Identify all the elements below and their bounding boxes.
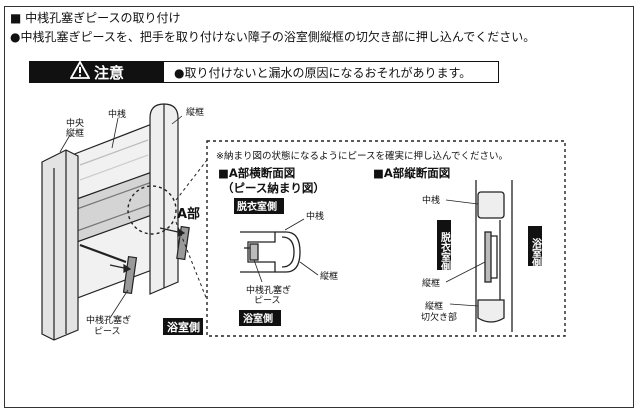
- v-label-middle-rail: 中桟: [422, 194, 440, 206]
- caution-box: 注意 ●取り付けないと漏水の原因になるおそれがあります。: [29, 60, 499, 83]
- label-center-stile: 中央: [66, 117, 84, 129]
- detail-box: [206, 140, 566, 337]
- caution-text: ●取り付けないと漏水の原因になるおそれがあります。: [174, 66, 472, 80]
- horizontal-section-subtitle: （ピース納まり図）: [222, 181, 325, 195]
- label-piece: 中桟孔塞ぎ: [86, 314, 131, 326]
- detail-note: ※納まり図の状態になるようにピースを確実に押し込んでください。: [216, 150, 508, 162]
- v-label-bath-side: 浴室側: [530, 237, 543, 269]
- v-label-notch: 縦框: [425, 300, 443, 312]
- v-bath-side-tag: [528, 226, 542, 266]
- section-heading: ■ 中桟孔塞ぎピースの取り付け: [10, 11, 181, 25]
- label-bath-side: 浴室側: [167, 320, 200, 334]
- label-middle-rail: 中桟: [108, 108, 126, 120]
- vertical-section-labels: 中桟 縦框 縦框 切欠き部: [421, 194, 486, 323]
- instruction-text: ●中桟孔塞ぎピースを、把手を取り付けない障子の浴室側縦框の切欠き部に押し込んでく…: [10, 30, 536, 44]
- label-dressing-side: 脱衣室側: [237, 200, 277, 213]
- vertical-section-drawing: [475, 180, 513, 332]
- v-label-stile: 縦框: [422, 277, 440, 289]
- label-piece-2: ピース: [94, 326, 121, 337]
- horizontal-section-title: ■A部横断面図: [218, 166, 295, 180]
- dressing-side-tag: [234, 198, 284, 214]
- vertical-section-title: ■A部縦断面図: [373, 166, 450, 180]
- h-label-middle-rail: 中桟: [306, 210, 324, 222]
- warning-triangle-icon: [69, 60, 91, 83]
- callout-line: [175, 159, 208, 201]
- door-illustration: [41, 103, 190, 341]
- label-part-a: A部: [177, 206, 200, 222]
- h-label-piece-2: ピース: [254, 295, 281, 306]
- caution-label-text: 注意: [93, 63, 124, 82]
- v-dressing-side-tag: [437, 220, 451, 270]
- h-label-piece: 中桟孔塞ぎ: [246, 284, 291, 296]
- h-label-stile: 縦框: [320, 270, 338, 282]
- bath-side-tag: [163, 318, 203, 335]
- v-label-dressing-side: 脱衣室側: [439, 231, 452, 273]
- horizontal-section-labels: 中桟 縦框 中桟孔塞ぎ ピース: [246, 210, 338, 306]
- v-label-notch-2: 切欠き部: [421, 311, 457, 323]
- left-figure-labels: 中央 縦框 中桟 縦框 A部 中桟孔塞ぎ ピース: [66, 106, 204, 337]
- label-stile: 縦框: [186, 106, 204, 118]
- callout-line: [175, 221, 208, 301]
- h-bath-side-tag: [239, 310, 281, 326]
- label-center-stile-2: 縦框: [66, 127, 84, 139]
- page-frame: [4, 6, 634, 408]
- horizontal-section-drawing: [240, 231, 301, 273]
- h-label-bath-side: 浴室側: [243, 312, 273, 325]
- caution-label: 注意: [30, 60, 164, 83]
